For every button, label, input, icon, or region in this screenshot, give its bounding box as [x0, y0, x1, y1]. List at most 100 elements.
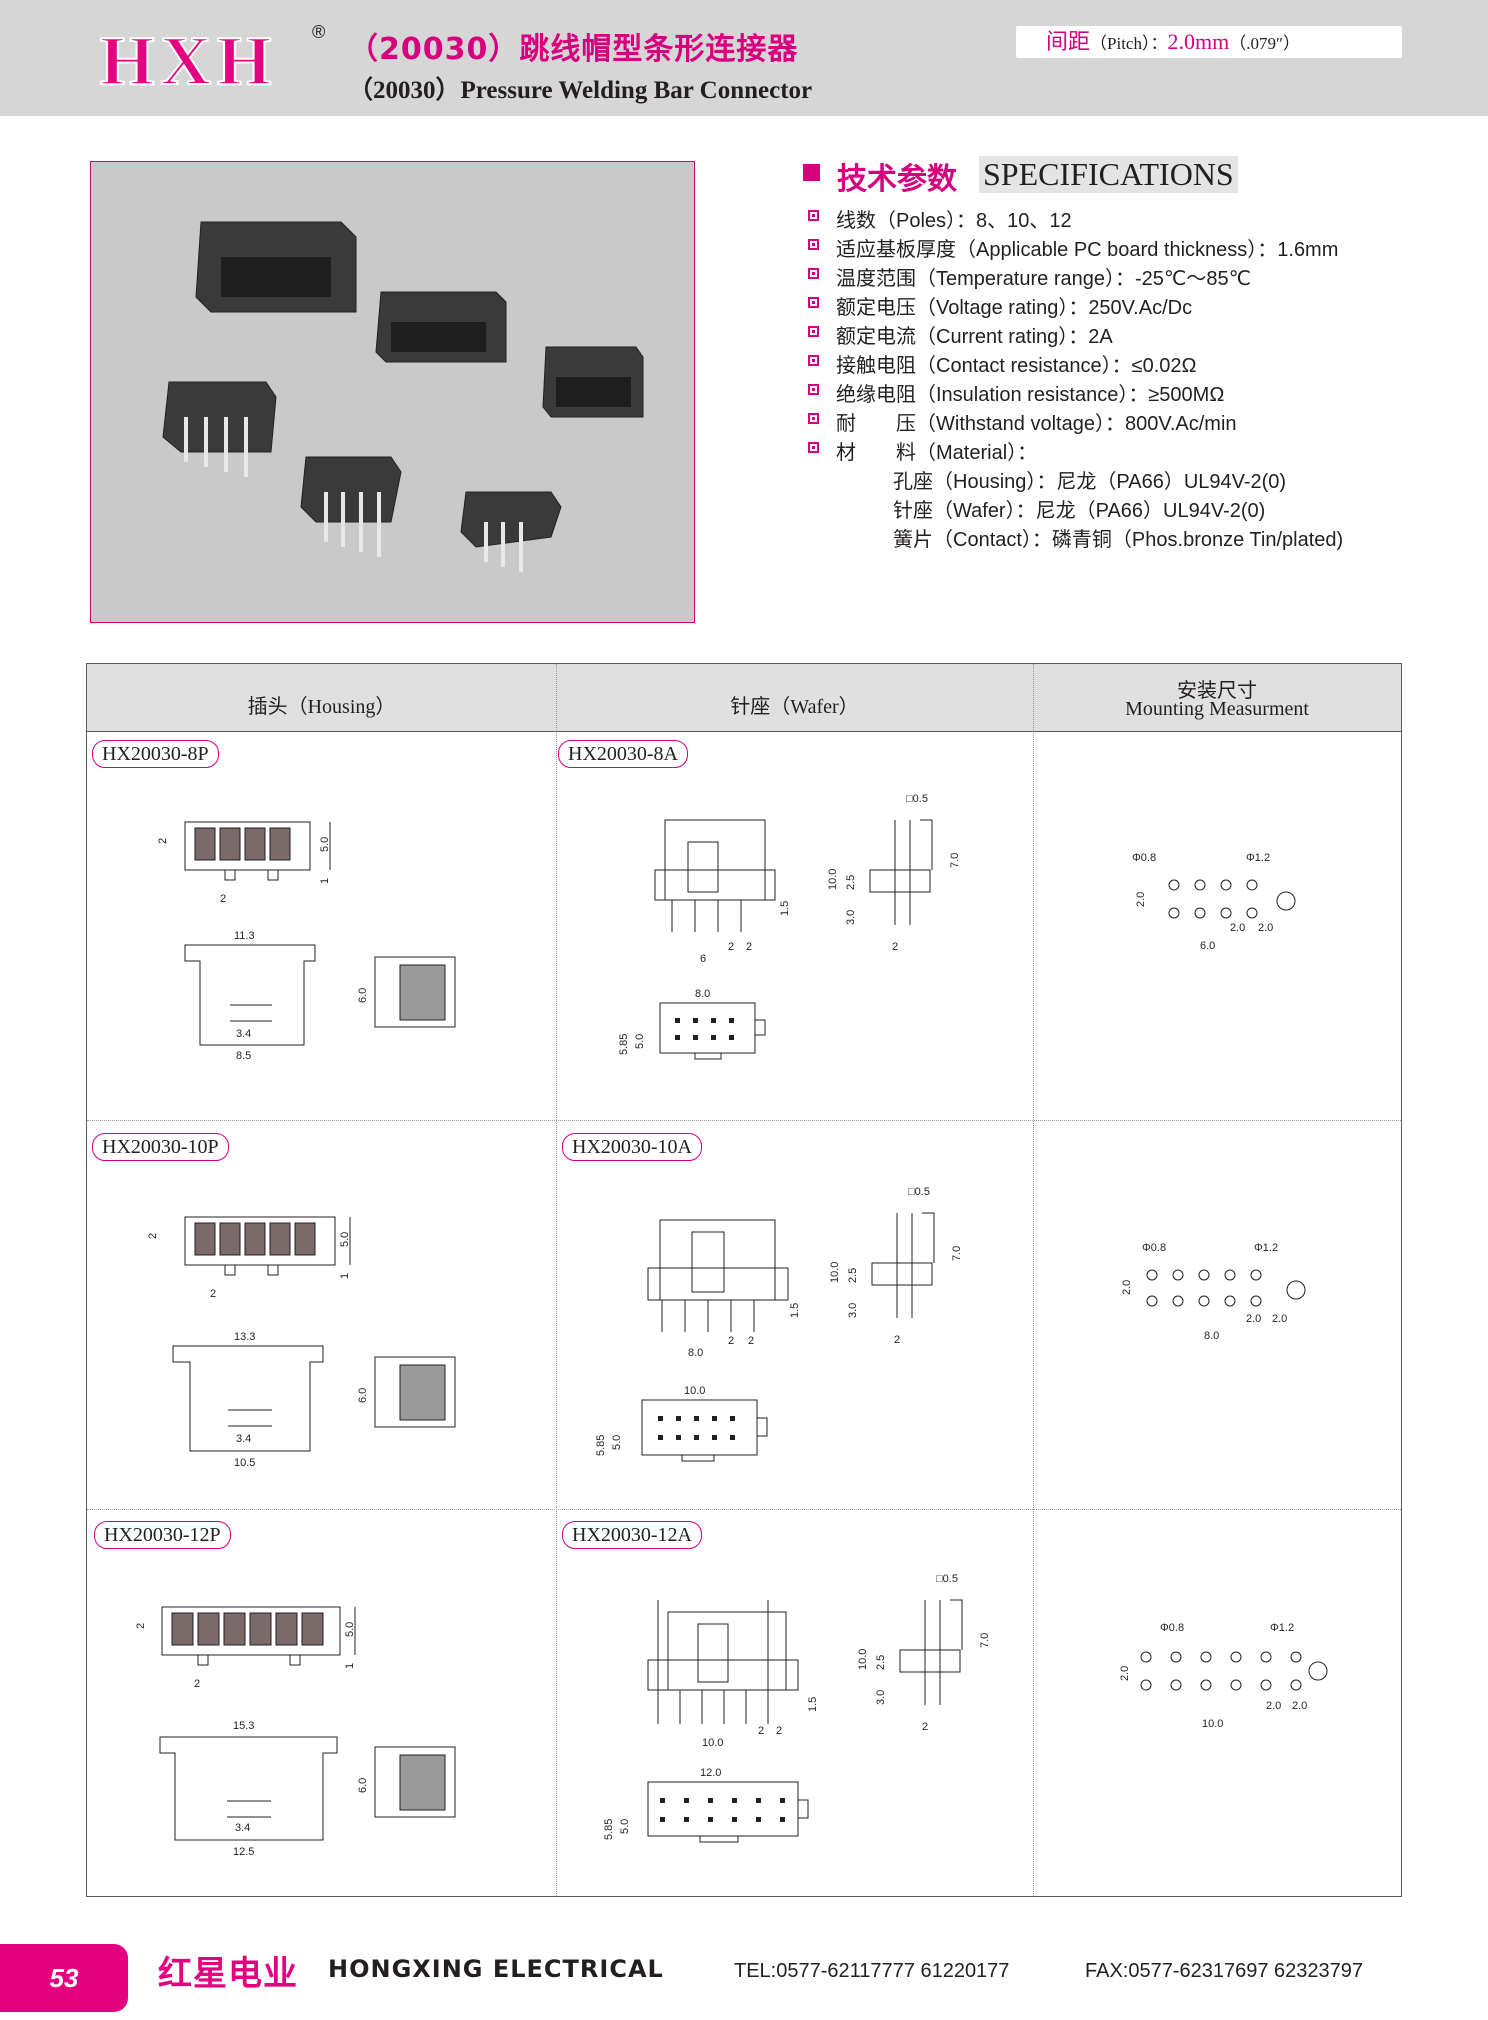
housing-side-drawing: 13.3 3.4 10.5	[172, 1331, 324, 1469]
svg-text:5.0: 5.0	[619, 1819, 631, 1834]
svg-text:2.5: 2.5	[845, 875, 857, 890]
svg-text:2: 2	[922, 1721, 928, 1733]
svg-text:1.5: 1.5	[789, 1303, 801, 1318]
svg-text:5.0: 5.0	[344, 1622, 356, 1637]
col-header-wafer: 针座（Wafer）	[730, 696, 859, 718]
bullet-icon	[808, 210, 819, 221]
material-item: 簧片（Contact）：磷青铜（Phos.bronze Tin/plated)	[893, 529, 1344, 551]
svg-text:2: 2	[210, 1288, 216, 1300]
svg-text:8.0: 8.0	[695, 988, 710, 1000]
svg-text:12.0: 12.0	[700, 1767, 721, 1779]
registered-mark: ®	[312, 22, 326, 42]
table-header	[87, 664, 1401, 731]
hxh-logo: HXH	[100, 22, 272, 101]
column-divider	[556, 664, 557, 1896]
svg-text:2.0: 2.0	[1266, 1700, 1281, 1712]
housing-side-drawing: 15.3 3.4 12.5	[159, 1720, 338, 1858]
svg-text:□0.5: □0.5	[936, 1573, 958, 1585]
specs-heading-en: SPECIFICATIONS	[979, 156, 1238, 193]
page-number: 53	[49, 1963, 79, 1993]
pitch-inch: （.079″）	[1229, 34, 1301, 53]
svg-text:3.0: 3.0	[847, 1303, 859, 1318]
row-divider	[87, 1120, 1401, 1121]
page-title-en: （20030）Pressure Welding Bar Connector	[348, 77, 813, 104]
svg-text:2: 2	[758, 1725, 764, 1737]
bullet-icon	[808, 442, 819, 453]
svg-text:13.3: 13.3	[234, 1331, 255, 1343]
fax-number: FAX:0577-62317697 62323797	[1085, 1960, 1364, 1982]
telephone: TEL:0577-62117777 61220177	[734, 1960, 1010, 1982]
svg-text:Φ0.8: Φ0.8	[1142, 1242, 1166, 1254]
svg-text:2.0: 2.0	[1230, 922, 1245, 934]
model-label-housing: HX20030-8P	[92, 740, 219, 768]
wafer-top-drawing: 12.0 5.85 5.0	[603, 1767, 809, 1843]
svg-text:6: 6	[700, 953, 706, 965]
pitch-box: 间距（Pitch）：2.0mm（.079″）	[1016, 26, 1402, 58]
pitch-label-en: （Pitch）：	[1090, 34, 1168, 53]
svg-text:10.5: 10.5	[234, 1457, 255, 1469]
row-divider	[87, 1509, 1401, 1510]
svg-text:8.0: 8.0	[688, 1347, 703, 1359]
bullet-icon	[808, 326, 819, 337]
svg-text:6.0: 6.0	[1200, 940, 1215, 952]
svg-text:6.0: 6.0	[357, 1388, 369, 1403]
pitch-value: 2.0mm	[1167, 29, 1230, 54]
mount-holes-drawing: Φ0.8 Φ1.2 2.0 6.0 2.0 2.0	[1132, 852, 1296, 952]
svg-text:1: 1	[344, 1663, 356, 1669]
svg-text:5.85: 5.85	[603, 1819, 615, 1840]
svg-text:5.0: 5.0	[611, 1435, 623, 1450]
housing-end-drawing: 6.0	[357, 1356, 456, 1428]
page-title-cn: （20030）跳线帽型条形连接器	[348, 32, 799, 67]
svg-text:7.0: 7.0	[951, 1246, 963, 1261]
header-divider	[87, 731, 1401, 732]
specs-heading-cn: 技术参数	[837, 162, 957, 197]
product-photo	[90, 161, 695, 623]
svg-text:10.0: 10.0	[857, 1649, 869, 1670]
bullet-icon	[808, 355, 819, 366]
svg-text:2: 2	[746, 941, 752, 953]
svg-text:10.0: 10.0	[1202, 1718, 1223, 1730]
column-divider	[1033, 664, 1034, 1896]
svg-text:3.4: 3.4	[236, 1433, 251, 1445]
svg-text:2: 2	[194, 1678, 200, 1690]
svg-text:Φ0.8: Φ0.8	[1160, 1622, 1184, 1634]
wafer-front-drawing: 10.0 2 2 1.5	[647, 1600, 819, 1749]
svg-text:5.0: 5.0	[319, 837, 331, 852]
housing-side-drawing: 11.3 3.4 8.5	[184, 930, 316, 1062]
svg-text:10.0: 10.0	[702, 1737, 723, 1749]
svg-text:2: 2	[728, 941, 734, 953]
svg-text:2.5: 2.5	[847, 1268, 859, 1283]
bullet-icon	[808, 413, 819, 424]
svg-text:2.5: 2.5	[875, 1655, 887, 1670]
header-band	[0, 0, 1488, 116]
material-item: 针座（Wafer）：尼龙（PA66）UL94V-2(0)	[893, 500, 1266, 522]
drawing-table	[86, 663, 1402, 1897]
wafer-front-drawing: 6 2 2 1.5	[654, 819, 791, 965]
model-label-wafer: HX20030-10A	[562, 1133, 702, 1161]
svg-text:1: 1	[319, 878, 331, 884]
svg-text:2.0: 2.0	[1121, 1280, 1133, 1295]
svg-text:8.0: 8.0	[1204, 1330, 1219, 1342]
model-label-wafer: HX20030-8A	[558, 740, 688, 768]
housing-front-drawing: 5.0 1 2 2	[135, 1606, 356, 1690]
model-label-housing: HX20030-10P	[92, 1133, 229, 1161]
svg-text:10.0: 10.0	[827, 869, 839, 890]
product-photo-illustration	[162, 221, 644, 572]
wafer-top-drawing: 10.0 5.85 5.0	[595, 1385, 768, 1462]
svg-text:3.0: 3.0	[845, 910, 857, 925]
svg-text:2: 2	[220, 893, 226, 905]
housing-end-drawing: 6.0	[357, 1746, 456, 1818]
svg-text:3.4: 3.4	[236, 1028, 251, 1040]
svg-text:3.0: 3.0	[875, 1690, 887, 1705]
brand-name-en: HONGXING ELECTRICAL	[328, 1955, 664, 1983]
svg-text:Φ0.8: Φ0.8	[1132, 852, 1156, 864]
svg-text:1: 1	[339, 1273, 351, 1279]
svg-text:Φ1.2: Φ1.2	[1270, 1622, 1294, 1634]
svg-text:2: 2	[135, 1623, 147, 1629]
svg-text:Φ1.2: Φ1.2	[1246, 852, 1270, 864]
mount-holes-drawing: Φ0.8 Φ1.2 2.0 10.0 2.0 2.0	[1119, 1622, 1328, 1730]
material-item: 孔座（Housing）：尼龙（PA66）UL94V-2(0)	[893, 471, 1287, 493]
housing-front-drawing: 5.0 1 2 2	[147, 1216, 351, 1300]
svg-text:2.0: 2.0	[1292, 1700, 1307, 1712]
svg-text:12.5: 12.5	[233, 1846, 254, 1858]
